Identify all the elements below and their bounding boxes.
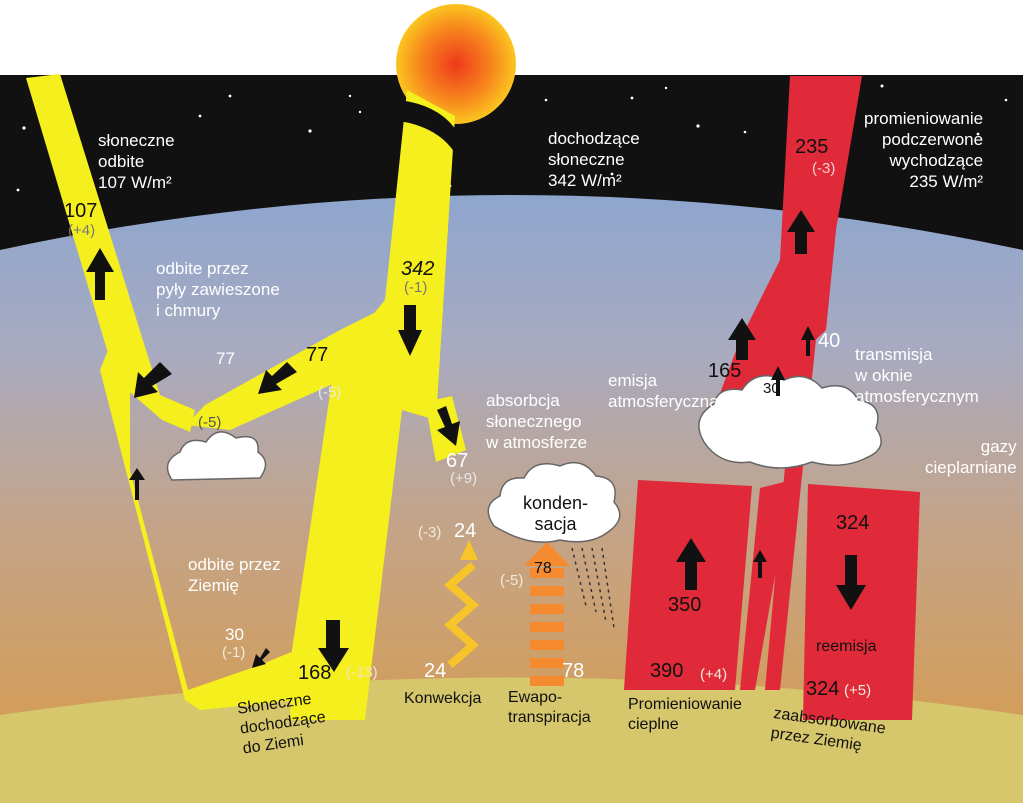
reflected-solar-label: słoneczne odbite 107 W/m²: [98, 131, 175, 192]
window-transmission-label: transmisja w oknie atmosferycznym: [855, 345, 979, 406]
value-324-absorbed: 324: [806, 678, 840, 700]
value-350: 350: [668, 594, 702, 616]
space-band: [0, 75, 1023, 250]
value-77: 77: [306, 344, 329, 366]
value-77-clouds: 77: [216, 349, 235, 368]
delta-30: (-1): [222, 644, 246, 661]
outgoing-ir-label: promieniowanie podczerwone wychodzące 23…: [864, 109, 984, 191]
value-24-top: 24: [454, 520, 477, 542]
atmospheric-emission-label: emisja atmosferyczna: [608, 371, 719, 411]
delta-235: (-3): [812, 160, 836, 177]
reflected-surface-label: odbite przez Ziemię: [188, 555, 281, 595]
delta-67: (+9): [450, 470, 478, 487]
greenhouse-gases-label: gazy cieplarniane: [925, 437, 1017, 477]
delta-342: (-1): [404, 279, 428, 296]
thermal-radiation-caption: Promieniowanie cieplne: [628, 696, 742, 733]
value-165: 165: [708, 360, 742, 382]
earth-surface: [0, 677, 1023, 803]
delta-78: (-5): [500, 572, 524, 589]
delta-107: (+4): [68, 222, 96, 239]
value-390: 390: [650, 660, 684, 682]
delta-77: (-5): [318, 384, 342, 401]
convection-caption: Konwekcja: [404, 690, 482, 707]
delta-24: (-3): [418, 524, 442, 541]
delta-324: (+5): [844, 682, 872, 699]
surface-solar-caption: Słoneczne dochodzące do Ziemi: [236, 690, 327, 758]
clouds: [166, 375, 882, 543]
value-324-reemission: 324: [836, 512, 870, 534]
delta-168: (-13): [346, 664, 378, 681]
delta-390: (+4): [700, 666, 728, 683]
delta-cloud-reflect: (-5): [198, 414, 222, 431]
evapotranspiration-arrow: [524, 542, 570, 686]
value-67: 67: [446, 450, 469, 472]
value-30-surface: 30: [225, 625, 244, 644]
reflected-clouds-label: odbite przez pyły zawieszone i chmury: [156, 259, 280, 320]
rain: [571, 547, 615, 629]
value-168: 168: [298, 662, 332, 684]
convection-arrow: [443, 540, 480, 669]
stars: [16, 84, 1008, 192]
condensation-label: konden- sacja: [523, 493, 589, 534]
value-342: 342: [401, 258, 435, 280]
incoming-solar-label: dochodzące słoneczne 342 W/m²: [548, 129, 640, 190]
direction-arrows: [86, 210, 866, 672]
value-24-bottom: 24: [424, 660, 447, 682]
absorbed-atmosphere-label: absorbcja słonecznego w atmosferze: [486, 391, 588, 452]
evapotranspiration-caption: Ewapo- transpiracja: [508, 689, 591, 726]
value-30-emission: 30: [763, 380, 780, 397]
sun: [396, 4, 516, 124]
value-78-top: 78: [534, 560, 552, 577]
value-107: 107: [64, 200, 98, 222]
value-40: 40: [818, 330, 841, 352]
value-78-bottom: 78: [562, 660, 585, 682]
reemission-label: reemisja: [816, 638, 877, 655]
solar-flows: [26, 74, 466, 720]
value-235: 235: [795, 136, 829, 158]
